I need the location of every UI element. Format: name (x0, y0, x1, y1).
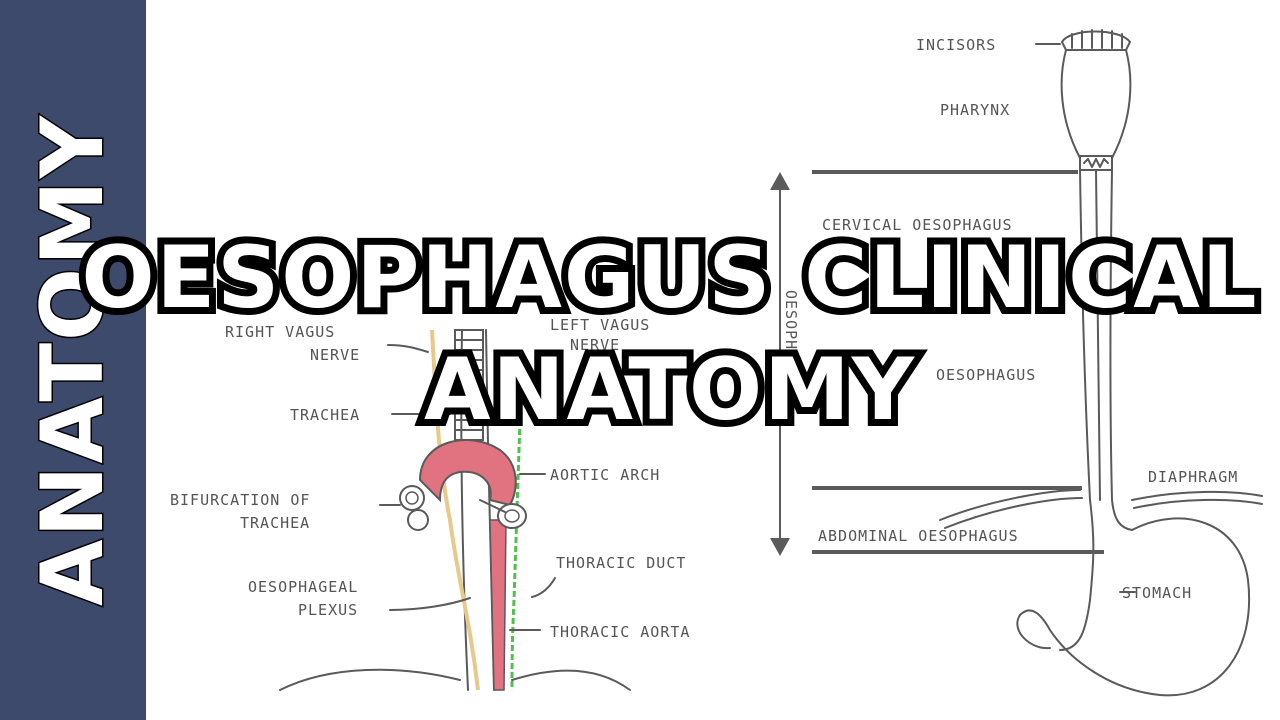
label-bifurcation-2: TRACHEA (240, 514, 310, 532)
label-plexus-1: OESOPHAGEAL (248, 578, 358, 596)
right-vagus-nerve (430, 329, 480, 691)
label-left-vagus: LEFT VAGUS (550, 316, 650, 334)
label-nerve: NERVE (310, 346, 360, 364)
diaphragm-right (511, 669, 631, 691)
right-oesophagus-right-wall (1109, 169, 1133, 531)
pharynx-outline (1060, 49, 1132, 159)
label-abdominal: ABDOMINAL OESOPHAGUS (818, 527, 1019, 545)
anatomy-drawing: RIGHT VAGUS NERVE LEFT VAGUS NERVE TRACH… (170, 29, 1263, 697)
diaphragm-left (279, 668, 461, 691)
label-thoracic-duct: THORACIC DUCT (556, 554, 686, 572)
label-stomach: STOMACH (1122, 584, 1192, 602)
label-right-vagus: RIGHT VAGUS (225, 323, 335, 341)
right-leader-lines (1035, 43, 1136, 593)
title-line-1: OESOPHAGUS CLINICAL (74, 221, 1263, 335)
label-trachea: TRACHEA (290, 406, 360, 424)
leader-lines (379, 344, 556, 631)
label-cervical: CERVICAL OESOPHAGUS (822, 216, 1013, 234)
label-aortic-arch: AORTIC ARCH (550, 466, 660, 484)
label-incisors: INCISORS (916, 36, 996, 54)
oesophagus-tube (460, 329, 469, 691)
label-vertical: OESOPHAGUS (782, 290, 800, 390)
label-pharynx: PHARYNX (940, 101, 1010, 119)
thoracic-duct (510, 419, 522, 691)
label-bifurcation-1: BIFURCATION OF (170, 491, 310, 509)
label-thoracic: OESOPHAGUS (936, 366, 1036, 384)
stomach-outline (1016, 517, 1251, 697)
right-oesophagus-left-wall (1079, 169, 1095, 601)
label-left-nerve: NERVE (570, 336, 620, 354)
section-bars (812, 170, 1104, 554)
diaphragm-right-curve (939, 489, 1081, 521)
aortic-arch (418, 439, 517, 507)
title-line-2: ANATOMY (417, 333, 921, 447)
sidebar-banner: ANATOMY (0, 0, 146, 720)
label-thoracic-aorta: THORACIC AORTA (550, 623, 690, 641)
label-diaphragm: DIAPHRAGM (1148, 468, 1238, 486)
length-arrow (770, 172, 790, 556)
label-plexus-2: PLEXUS (298, 601, 358, 619)
bronchi (399, 485, 527, 531)
